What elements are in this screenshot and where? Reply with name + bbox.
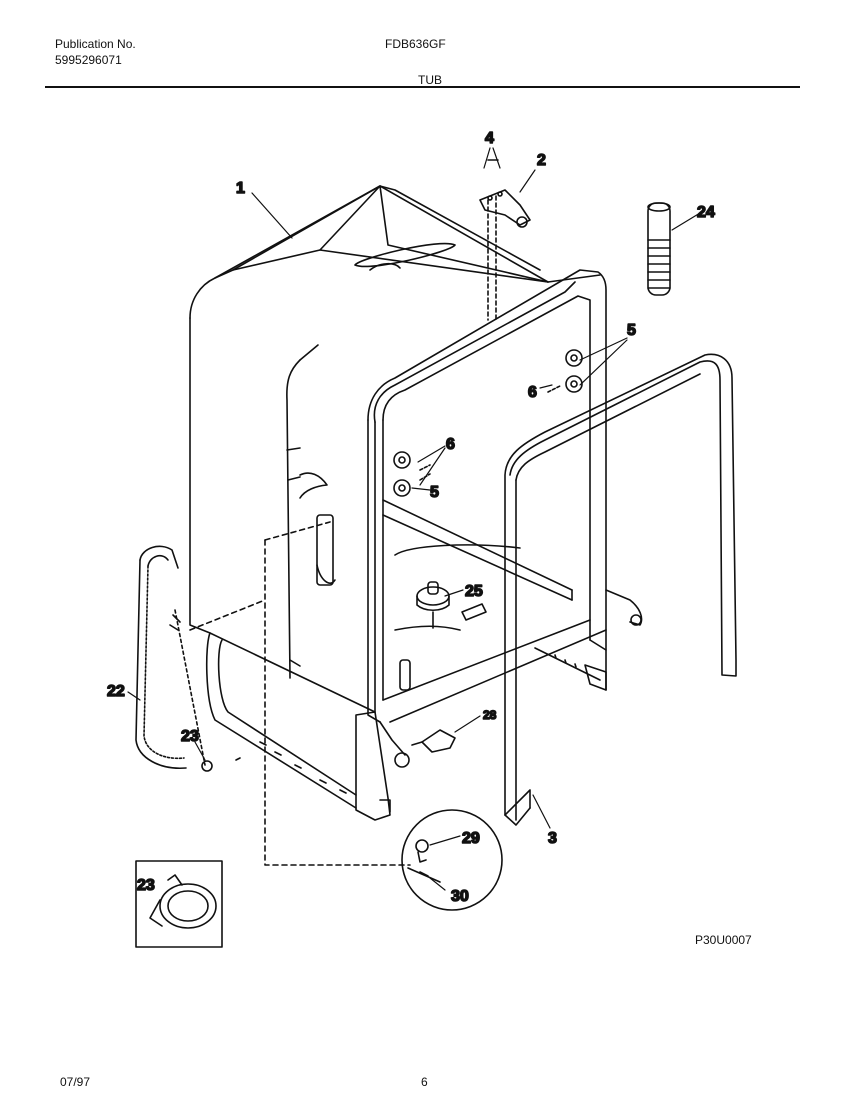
- page-number: 6: [421, 1075, 428, 1089]
- tub-base-rail: [205, 632, 357, 809]
- publication-number: 5995296071: [55, 53, 122, 67]
- float-switch: [416, 581, 487, 629]
- drawing-code: P30U0007: [695, 933, 752, 947]
- callout-22: 22: [107, 683, 125, 700]
- callout-30: 30: [451, 888, 469, 905]
- heater-seal: [135, 545, 213, 772]
- model-number: FDB636GF: [385, 37, 446, 51]
- publication-label: Publication No.: [55, 37, 136, 51]
- callout-28: 28: [483, 708, 497, 722]
- callout-23a: 23: [181, 728, 199, 745]
- callout-1: 1: [236, 180, 245, 197]
- callout-24: 24: [697, 204, 715, 221]
- callout-3: 3: [548, 830, 557, 847]
- clamp-inset: [135, 860, 223, 948]
- tub-body: [189, 185, 601, 713]
- callout-4: 4: [485, 130, 494, 147]
- callout-5b: 5: [430, 484, 439, 501]
- callout-labels: 1 2 3 4 5 5 6 6 22 23 23 24 25 28 29 30: [106, 129, 715, 906]
- tub-floor: [394, 544, 521, 691]
- footer-date: 07/97: [60, 1075, 91, 1089]
- thermostat-part: [411, 729, 456, 753]
- callout-2: 2: [537, 152, 546, 169]
- callout-23b: 23: [137, 877, 155, 894]
- callout-6b: 6: [446, 436, 455, 453]
- callout-25: 25: [465, 583, 483, 600]
- tub-front-frame: [355, 269, 643, 821]
- wire-path: [189, 521, 411, 866]
- fasteners: [393, 349, 583, 497]
- leader-lines: [127, 147, 701, 891]
- hinge-bracket: [479, 159, 531, 321]
- callout-29: 29: [462, 830, 480, 847]
- door-gasket: [504, 353, 737, 826]
- header-rule: [45, 86, 800, 88]
- drain-tube: [647, 202, 671, 296]
- callout-6a: 6: [528, 384, 537, 401]
- callout-5a: 5: [627, 322, 636, 339]
- section-title: TUB: [418, 73, 442, 87]
- inset-detail: [401, 809, 503, 911]
